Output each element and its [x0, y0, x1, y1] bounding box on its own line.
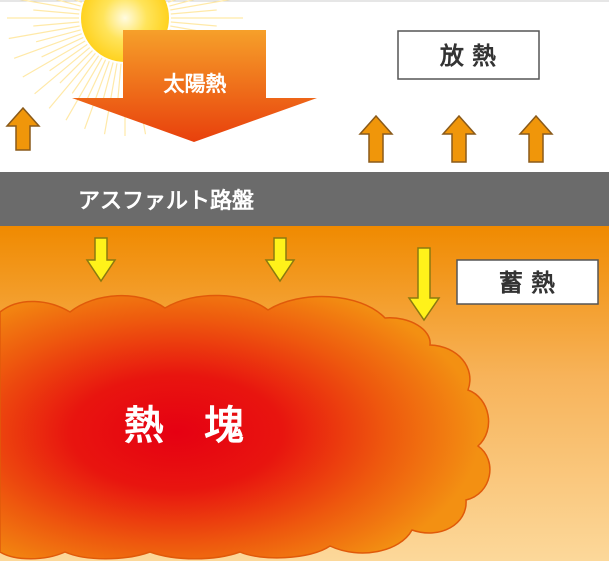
asphalt-layer: アスファルト路盤: [0, 172, 609, 226]
sun-ray: [49, 43, 88, 72]
sun-ray: [59, 50, 93, 84]
sun-ray: [65, 57, 103, 121]
sun-ray: [85, 59, 107, 102]
sun-ray: [34, 47, 91, 95]
heat-storage-label: 蓄 熱: [499, 269, 555, 297]
sun-ray: [169, 0, 195, 7]
sun-ray: [33, 21, 80, 27]
solar-heat-arrow: 太陽熱: [72, 30, 317, 142]
sun-ray: [170, 9, 217, 15]
sun-ray: [48, 52, 96, 109]
arrow-up-icon: [358, 114, 394, 163]
sun-ray: [55, 0, 81, 7]
arrow-up-icon: [5, 106, 41, 151]
heat-storage-box: 蓄 熱: [456, 259, 599, 305]
sun-ray: [33, 9, 80, 15]
heat-release-box: 放 熱: [397, 30, 540, 80]
sun-ray: [170, 0, 231, 11]
sun-ray: [22, 40, 86, 78]
arrow-down-icon: [407, 247, 441, 322]
sun-ray: [170, 21, 217, 27]
heat-release-label: 放 熱: [439, 42, 496, 70]
heat-mass-label: 熱 塊: [124, 403, 244, 449]
asphalt-layer-label: アスファルト路盤: [78, 188, 255, 214]
sun-ray: [35, 29, 81, 43]
arrow-down-icon: [85, 237, 117, 283]
sun-ray: [41, 36, 84, 58]
heat-mass-cloud: 熱 塊: [0, 294, 491, 560]
sun-ray: [13, 33, 82, 59]
solar-heat-label: 太陽熱: [164, 72, 227, 96]
sun-ray: [84, 61, 110, 130]
release-arrows: [5, 106, 554, 163]
arrow-up-icon: [518, 114, 554, 163]
storage-arrows: [85, 237, 441, 322]
arrow-down-icon: [264, 237, 296, 283]
sun-ray: [71, 55, 100, 94]
sun-ray: [8, 25, 80, 40]
sun-ray: [19, 0, 80, 11]
arrow-up-icon: [441, 114, 477, 163]
